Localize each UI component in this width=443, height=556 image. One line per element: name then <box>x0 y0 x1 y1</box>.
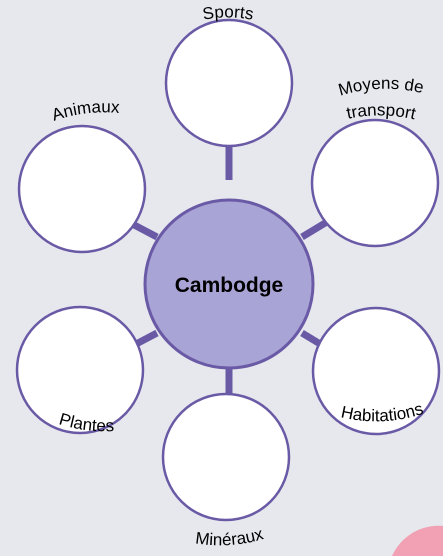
center-node <box>143 198 315 370</box>
circle-animaux <box>17 124 147 254</box>
label-transport: transport <box>345 100 418 123</box>
corner-swoosh-decoration <box>392 525 443 556</box>
circle-habitations <box>311 306 441 436</box>
circle-mineraux <box>161 392 291 522</box>
center-label: Cambodge <box>175 274 284 297</box>
circle-sports <box>164 18 294 148</box>
label-sports: Sports <box>201 2 255 23</box>
circle-moyens-de-transport <box>310 118 440 248</box>
circle-plantes <box>15 305 145 435</box>
